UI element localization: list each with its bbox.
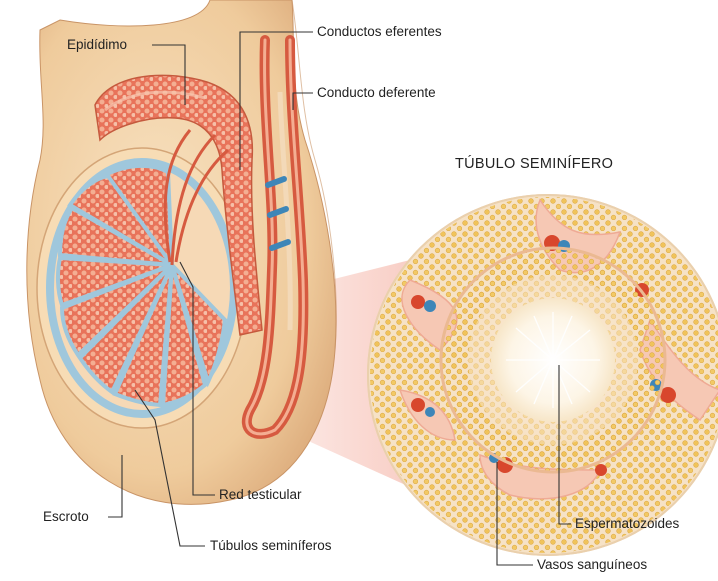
label-tubulos-seminiferos: Túbulos seminíferos	[210, 538, 332, 554]
section-title: TÚBULO SEMINÍFERO	[455, 156, 613, 172]
label-conductos-eferentes: Conductos eferentes	[317, 24, 442, 40]
testis	[37, 148, 247, 428]
label-espermatozoides: Espermatozoides	[575, 516, 679, 532]
seminiferous-tubule-cross-section	[360, 190, 718, 560]
label-epididimo: Epidídimo	[67, 37, 127, 53]
label-vasos-sanguineos: Vasos sanguíneos	[537, 557, 647, 573]
label-escroto: Escroto	[43, 509, 89, 525]
label-red-testicular: Red testicular	[219, 487, 302, 503]
label-conducto-deferente: Conducto deferente	[317, 85, 436, 101]
